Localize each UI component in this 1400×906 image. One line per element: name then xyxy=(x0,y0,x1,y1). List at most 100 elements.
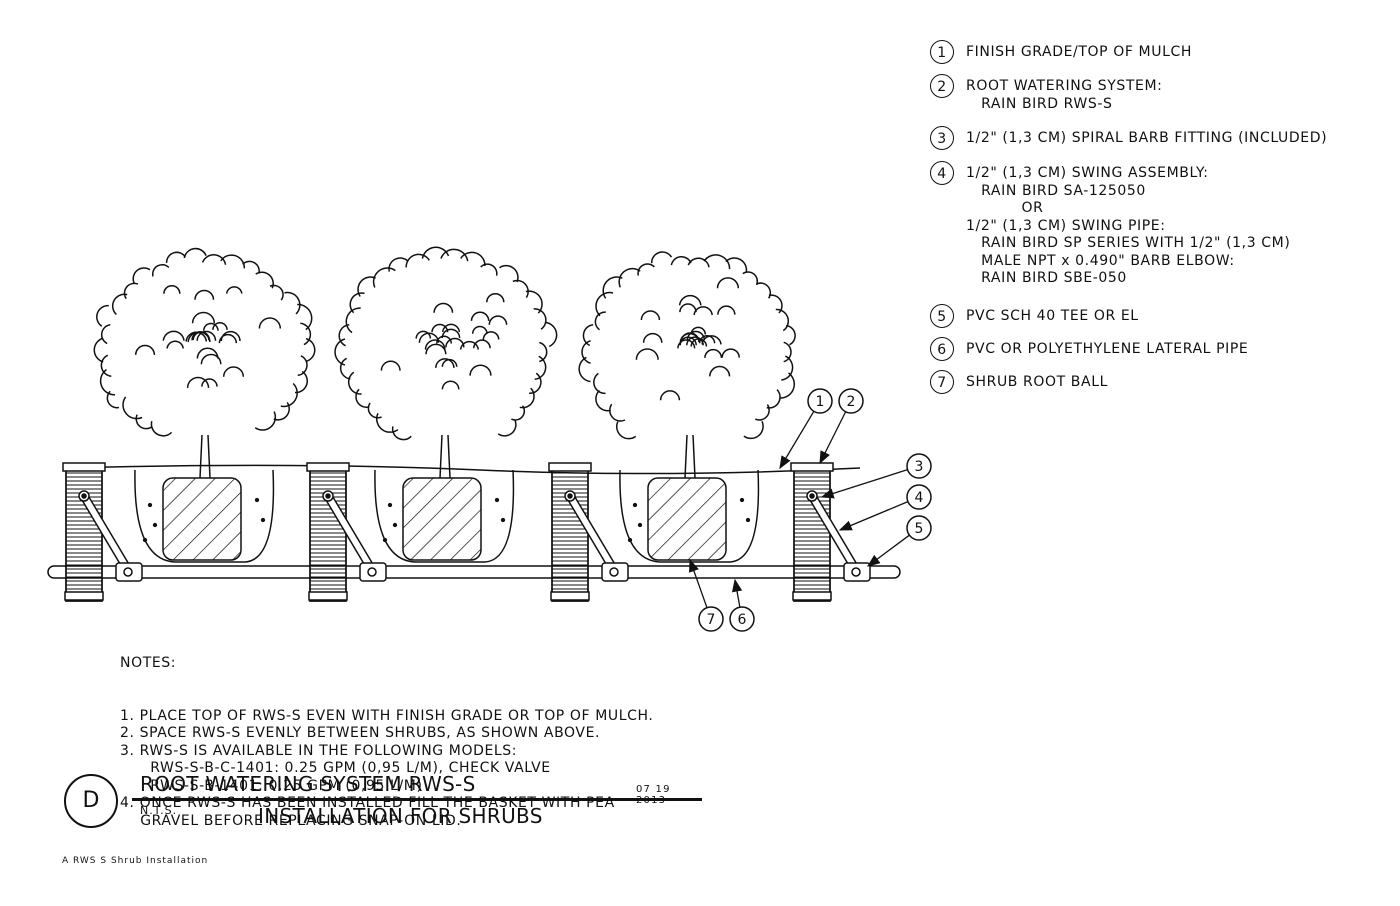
soil-particle xyxy=(632,502,638,508)
swing-pipe xyxy=(809,493,859,573)
note-line: RWS-S-B-1401: 0.25 GPM (0,95 L/M) xyxy=(120,777,423,794)
pvc-tee-port xyxy=(123,567,133,577)
canopy-scallop xyxy=(670,256,692,266)
rws-base xyxy=(64,591,104,601)
canopy-scallop xyxy=(334,338,346,366)
canopy-scallop xyxy=(480,263,498,276)
canopy-detail xyxy=(459,340,480,350)
legend-line: RAIN BIRD SBE-050 xyxy=(966,270,1127,286)
barb-fitting-center xyxy=(567,493,573,499)
canopy-detail xyxy=(441,323,461,333)
canopy-scallop xyxy=(347,371,362,395)
canopy-detail xyxy=(642,332,663,343)
legend-line: 1/2" (1,3 CM) SPIRAL BARB FITTING (INCLU… xyxy=(966,130,1328,146)
canopy-detail xyxy=(162,330,185,341)
callout-1: 1 xyxy=(779,388,833,470)
legend-text: SHRUB ROOT BALL xyxy=(966,374,1108,392)
soil-particle xyxy=(260,517,266,523)
rws-base xyxy=(792,591,832,601)
canopy-scallop xyxy=(183,247,207,259)
rws-lid xyxy=(306,462,350,472)
canopy-scallop xyxy=(357,276,376,297)
note-line: 2. SPACE RWS-S EVENLY BETWEEN SHRUBS, AS… xyxy=(120,725,601,741)
title-block: D ROOT WATERING SYSTEM RWS-S 07 19 2013 … xyxy=(60,768,705,838)
canopy-detail xyxy=(201,378,218,387)
callout-circle xyxy=(906,484,932,510)
canopy-scallop xyxy=(616,421,637,440)
note-line: 1. PLACE TOP OF RWS-S EVEN WITH FINISH G… xyxy=(120,707,654,724)
canopy-scallop xyxy=(742,271,759,286)
canopy-scallop xyxy=(766,389,781,409)
canopy-detail xyxy=(415,330,432,339)
canopy-detail xyxy=(486,293,505,303)
canopy-detail xyxy=(418,332,440,343)
swing-pipe xyxy=(567,493,617,573)
callout-leader xyxy=(779,410,815,470)
legend-number: 1 xyxy=(930,40,954,64)
soil-particle xyxy=(392,522,398,528)
canopy-detail xyxy=(678,294,702,306)
callout-6: 6 xyxy=(729,578,755,632)
canopy-detail xyxy=(218,333,238,344)
canopy-detail xyxy=(471,325,488,334)
canopy-scallop xyxy=(511,405,526,421)
canopy-detail xyxy=(441,328,461,339)
shrub-trunk xyxy=(439,434,451,479)
soil-particle xyxy=(254,497,260,503)
legend-line: SHRUB ROOT BALL xyxy=(966,374,1108,390)
canopy-scallop xyxy=(100,354,112,378)
legend-text: 1/2" (1,3 CM) SPIRAL BARB FITTING (INCLU… xyxy=(966,130,1327,148)
canopy-detail xyxy=(424,339,446,350)
callout-number: 3 xyxy=(915,459,924,475)
callout-circle xyxy=(838,388,864,414)
canopy-detail xyxy=(470,311,490,321)
shrub-trunk xyxy=(684,434,696,479)
callout-leader xyxy=(819,411,847,465)
canopy-scallop xyxy=(578,356,591,383)
canopy-detail xyxy=(473,339,491,349)
canopy-scallop xyxy=(725,257,748,273)
planting-pit xyxy=(134,469,275,563)
canopy-detail xyxy=(212,322,228,330)
canopy-detail xyxy=(690,338,708,347)
rws-lid xyxy=(548,462,592,472)
pvc-tee-port xyxy=(367,567,377,577)
title-underline xyxy=(132,798,702,801)
callout-leader xyxy=(838,501,909,531)
canopy-scallop xyxy=(99,368,116,396)
canopy-detail xyxy=(482,331,500,340)
soil-particle xyxy=(500,517,506,523)
canopy-detail xyxy=(701,335,722,345)
canopy-scallop xyxy=(300,322,312,346)
canopy-scallop xyxy=(280,382,298,408)
canopy-scallop xyxy=(93,337,104,363)
canopy-detail xyxy=(191,311,216,324)
canopy-scallop xyxy=(150,421,173,437)
canopy-scallop xyxy=(132,267,151,284)
callout-3: 3 xyxy=(820,453,932,499)
canopy-detail xyxy=(380,360,401,371)
rws-basket xyxy=(551,465,589,602)
legend-line: MALE NPT x 0.490" BARB ELBOW: xyxy=(966,252,1235,269)
canopy-scallop xyxy=(345,307,361,334)
canopy-detail xyxy=(717,305,736,315)
legend-number: 7 xyxy=(930,370,954,394)
legend-line: RAIN BIRD SA-125050 xyxy=(966,182,1146,199)
canopy-detail xyxy=(686,330,706,341)
soil-particle xyxy=(745,517,751,523)
canopy-scallop xyxy=(284,291,301,315)
canopy-scallop xyxy=(650,251,673,264)
drawing-scale: N.T.S. xyxy=(140,804,178,817)
canopy-scallop xyxy=(582,323,594,347)
pvc-tee-port xyxy=(609,567,619,577)
canopy-scallop xyxy=(273,401,290,421)
callout-circle xyxy=(698,606,724,632)
barb-fitting-center xyxy=(81,493,87,499)
canopy-scallop xyxy=(100,324,111,345)
soil-particle xyxy=(637,522,643,528)
canopy-scallop xyxy=(618,267,641,288)
canopy-scallop xyxy=(405,253,430,268)
notes: NOTES: 1. PLACE TOP OF RWS-S EVEN WITH F… xyxy=(120,620,653,848)
canopy-scallop xyxy=(135,414,153,430)
